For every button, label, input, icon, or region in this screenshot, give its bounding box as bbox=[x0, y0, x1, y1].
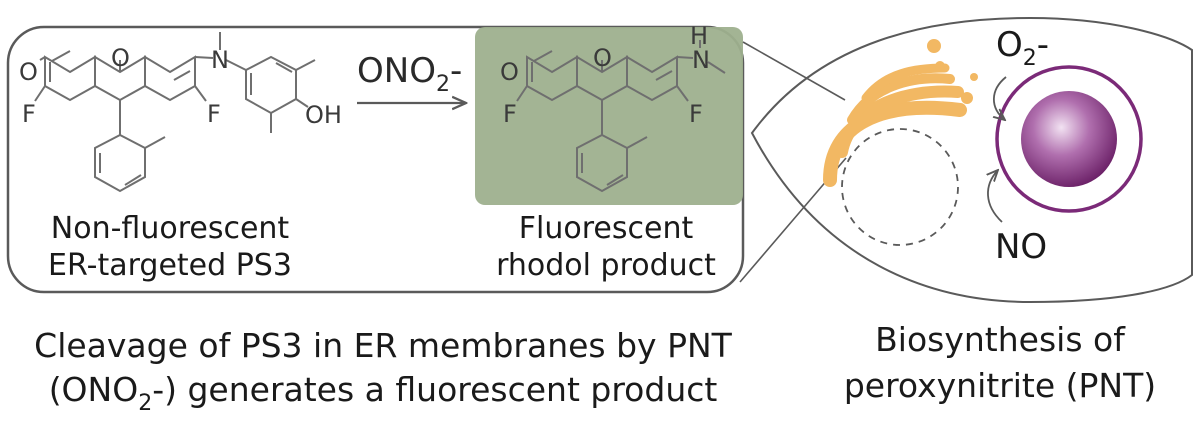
golgi-vesicles bbox=[927, 39, 978, 104]
molecule-rhodol-atoms: O O H N F F bbox=[500, 22, 710, 128]
molecule-ps3 bbox=[34, 32, 316, 193]
nucleus bbox=[1021, 91, 1117, 187]
bottom-right-caption-line1: Biosynthesis of bbox=[875, 320, 1126, 359]
golgi-membranes bbox=[823, 63, 967, 187]
superoxide-label: O2- bbox=[996, 25, 1049, 71]
superoxide-arrow bbox=[994, 76, 1006, 120]
rhodol-atom-h: H bbox=[690, 22, 708, 50]
ps3-caption-line1: Non-fluorescent bbox=[51, 211, 290, 246]
cell-membrane bbox=[750, 16, 1193, 304]
ps3-atom-o-ketone: O bbox=[19, 58, 38, 86]
bottom-left-caption-line1: Cleavage of PS3 in ER membranes by PNT bbox=[34, 326, 732, 365]
bottom-right-caption-line2: peroxynitrite (PNT) bbox=[844, 366, 1156, 405]
molecule-ps3-atoms: O O N F F OH bbox=[19, 44, 342, 129]
rhodol-caption-line1: Fluorescent bbox=[519, 211, 694, 246]
nitric-oxide-arrow bbox=[988, 170, 1003, 223]
rhodol-atom-f2: F bbox=[689, 100, 703, 128]
er-lumen bbox=[841, 128, 959, 246]
bottom-left-caption-line2: (ONO2-) generates a fluorescent product bbox=[49, 370, 718, 416]
rhodol-caption-line2: rhodol product bbox=[496, 248, 716, 283]
rhodol-atom-o-ring: O bbox=[593, 44, 612, 72]
ps3-atom-f1: F bbox=[22, 100, 36, 128]
rhodol-atom-n: N bbox=[692, 46, 710, 74]
ps3-caption-line2: ER-targeted PS3 bbox=[48, 248, 292, 283]
ps3-atom-oh: OH bbox=[305, 101, 342, 129]
zoom-line-top bbox=[742, 41, 846, 101]
rhodol-atom-f1: F bbox=[503, 100, 517, 128]
nitric-oxide-label: NO bbox=[995, 227, 1047, 267]
ps3-atom-o-ring: O bbox=[111, 44, 130, 72]
ps3-atom-f2: F bbox=[207, 100, 221, 128]
molecule-rhodol bbox=[516, 40, 726, 193]
rhodol-atom-o-ketone: O bbox=[500, 58, 519, 86]
ps3-atom-n: N bbox=[211, 46, 229, 74]
reagent-label: ONO2- bbox=[357, 51, 462, 97]
